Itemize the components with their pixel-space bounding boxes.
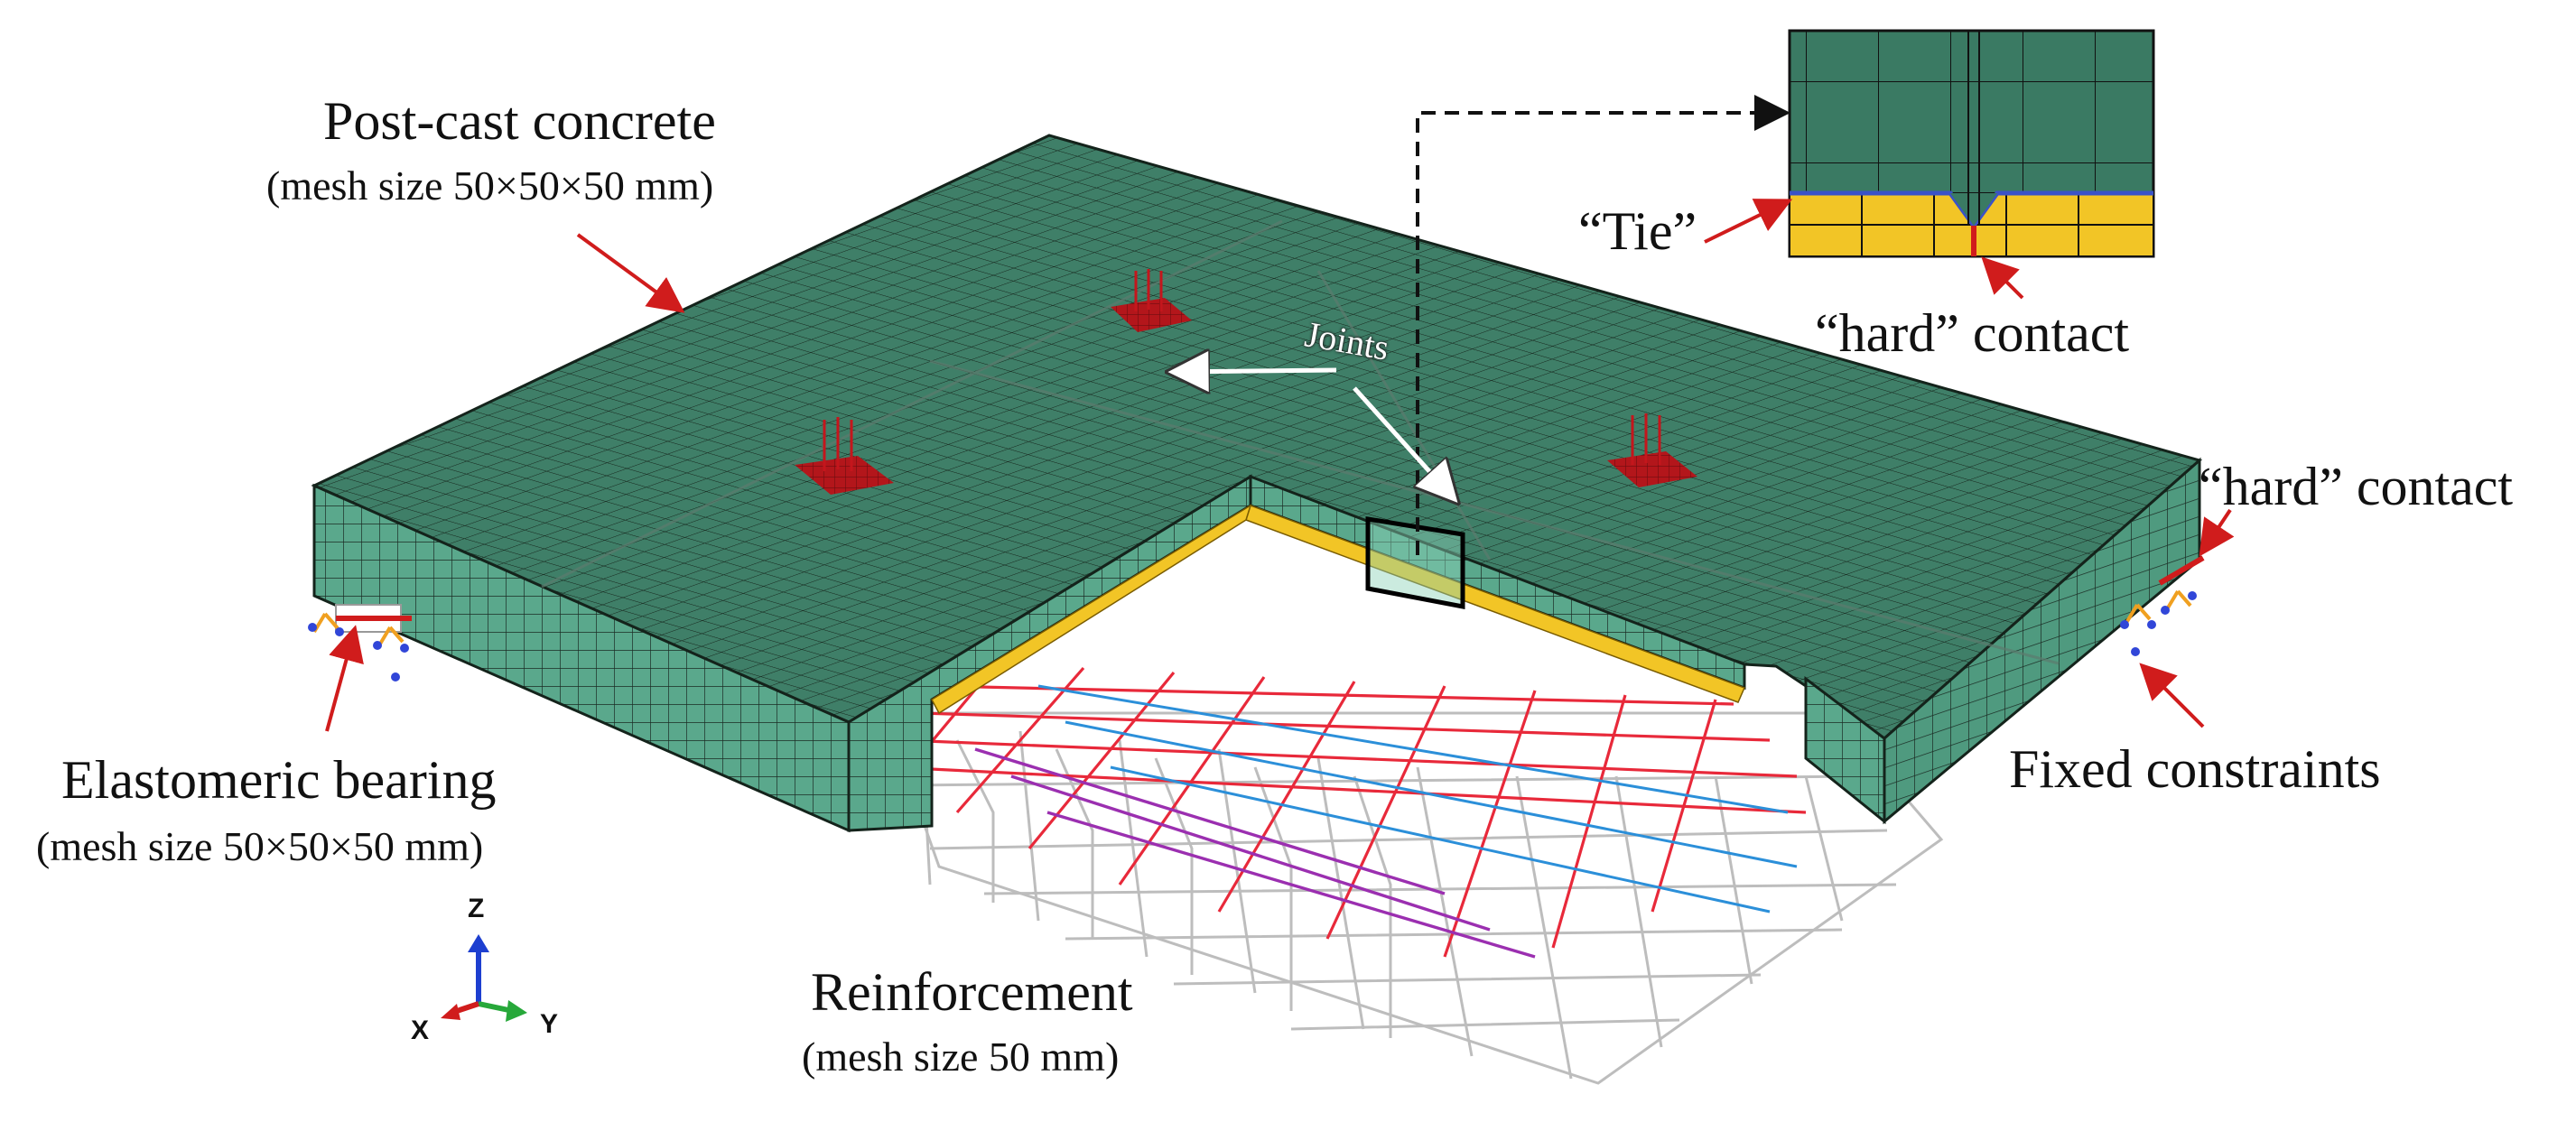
load-patch-3 xyxy=(1607,413,1697,487)
rebar-grid xyxy=(893,666,1807,959)
elastomeric-mesh-label: (mesh size 50×50×50 mm) xyxy=(36,823,484,869)
reinforcement-cage xyxy=(882,711,1944,1085)
joints-arrows xyxy=(1174,370,1454,498)
hard-contact-right-label: “hard” contact xyxy=(2199,457,2514,516)
axis-y-label: Y xyxy=(540,1009,559,1039)
tie-label: “Tie” xyxy=(1578,201,1697,261)
red-arrows xyxy=(325,199,2235,732)
concrete-slab xyxy=(311,134,2203,833)
joint-detail-inset xyxy=(1788,29,2155,258)
fixed-constraints-label: Fixed constraints xyxy=(2009,739,2381,799)
reinforcement-label: Reinforcement xyxy=(811,962,1133,1022)
elastomeric-bearing-label: Elastomeric bearing xyxy=(61,750,497,810)
post-cast-mesh-label: (mesh size 50×50×50 mm) xyxy=(266,162,714,209)
load-patch-2 xyxy=(795,417,894,495)
right-support-symbol xyxy=(2120,555,2205,656)
load-patch-1 xyxy=(1111,269,1192,332)
post-cast-concrete-label: Post-cast concrete xyxy=(323,91,716,151)
hard-contact-inset-label: “hard” contact xyxy=(1815,303,2130,363)
left-support-symbol xyxy=(308,604,412,682)
axis-z-label: Z xyxy=(468,894,485,923)
axis-x-label: X xyxy=(411,1015,430,1045)
dashed-leader xyxy=(1416,95,1790,555)
joint-highlight-box xyxy=(1365,516,1465,610)
reinforcement-mesh-label: (mesh size 50 mm) xyxy=(802,1034,1120,1080)
axis-triad xyxy=(441,934,527,1022)
